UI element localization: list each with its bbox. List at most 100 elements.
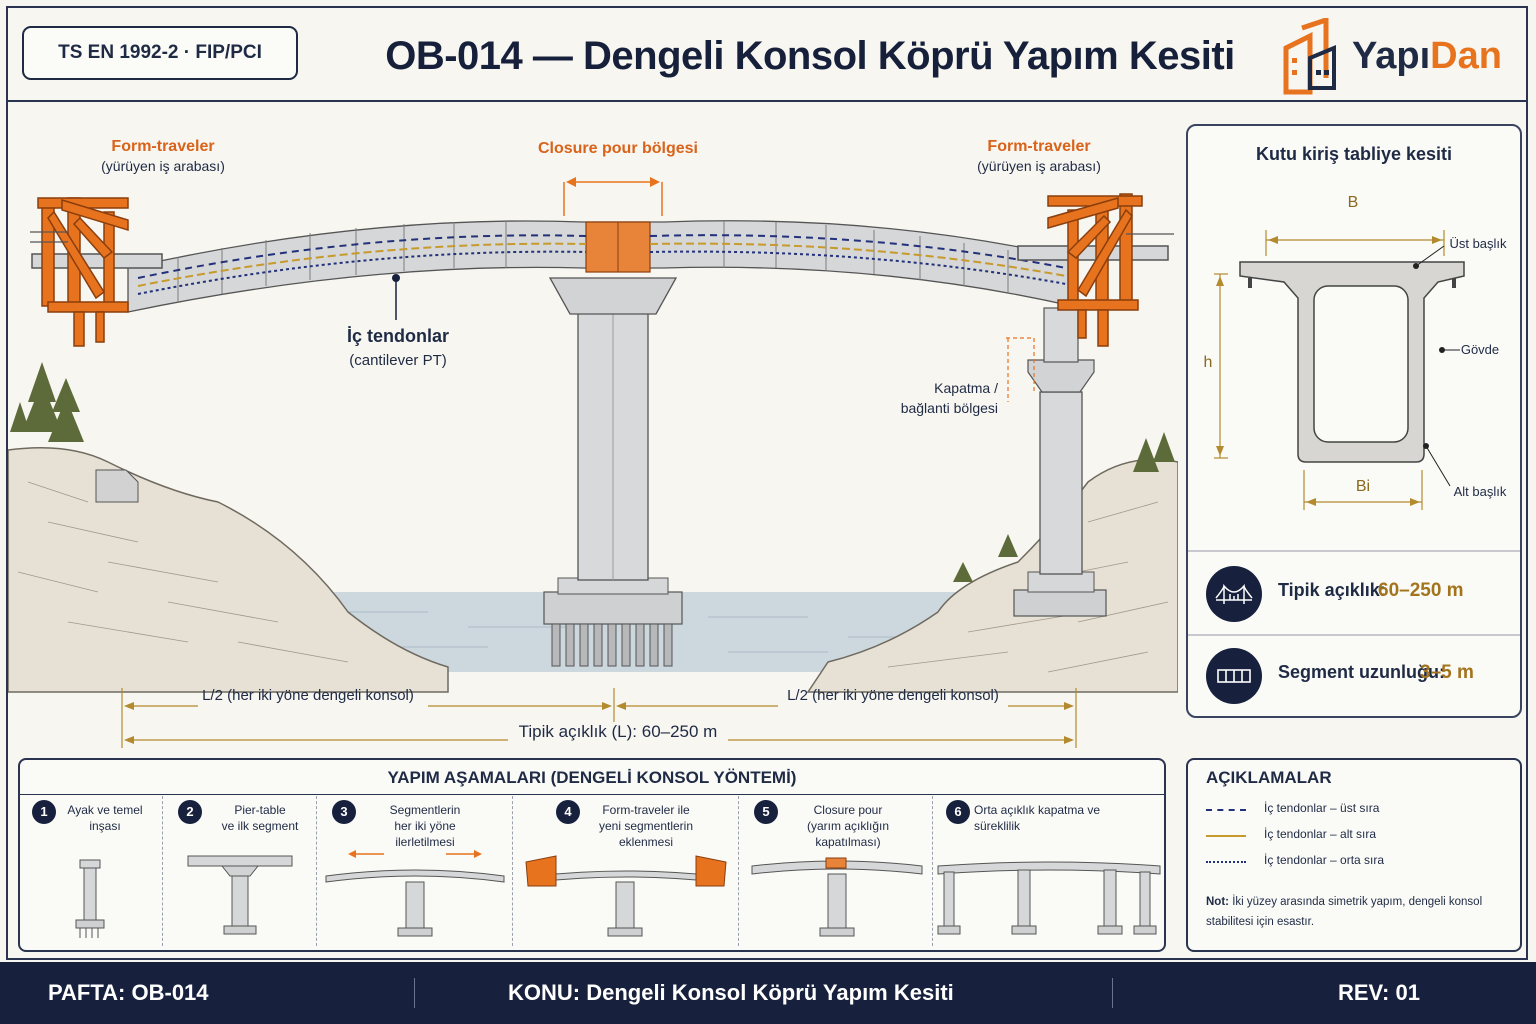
- legend-item-middle: İç tendonlar – orta sıra: [1206, 852, 1506, 872]
- logo-mark-icon: [1283, 18, 1336, 95]
- step-4-text: Form-traveler ile yeni segmentlerin eklenm…: [586, 802, 706, 850]
- step-2-line-1: Pier-table: [234, 803, 286, 817]
- step-3-line-3: ilerletilmesi: [395, 835, 455, 849]
- main-pier-piles: [551, 623, 673, 667]
- step-separator-2: [316, 796, 317, 946]
- footer-separator-1: [414, 978, 415, 1008]
- step-5-line-2: (yarım açıklığın: [806, 819, 890, 833]
- legend-label-bottom: İç tendonlar – alt sıra: [1264, 827, 1377, 841]
- header-divider: [6, 100, 1528, 102]
- step-2-illustration: [187, 855, 293, 935]
- stat-segment-length-value: 3–5 m: [1420, 662, 1474, 683]
- step-2-text: Pier-table ve ilk segment: [210, 802, 310, 834]
- legend-note-label: Not:: [1206, 896, 1229, 908]
- logo-wordmark: YapıDan: [1352, 34, 1502, 78]
- step-separator-1: [162, 796, 163, 946]
- stat-segment-length: Segment uzunluğu: 3–5 m: [1188, 642, 1520, 714]
- step-6-line-2: süreklilik: [974, 819, 1021, 833]
- step-4-line-2: yeni segmentlerin: [598, 819, 694, 833]
- cross-section-title: Kutu kiriş tabliye kesiti: [1255, 144, 1453, 164]
- step-3-line-1: Segmentlerin: [389, 803, 461, 817]
- step-2-line-2: ve ilk segment: [221, 819, 299, 833]
- legend-label-middle: İç tendonlar – orta sıra: [1264, 853, 1385, 867]
- stat-typical-span-value: 60–250 m: [1378, 580, 1464, 601]
- half-span-left-label: L/2 (her iki yöne dengeli konsol): [202, 687, 414, 704]
- cross-section-panel: Kutu kiriş tabliye kesiti B h Bi Üst baş…: [1186, 124, 1522, 718]
- step-5-line-3: kapatılması): [815, 835, 881, 849]
- stat-typical-span-label: Tipik açıklık:: [1278, 580, 1386, 600]
- step-1-line-2: inşası: [89, 819, 121, 833]
- dim-b-label: B: [1347, 194, 1359, 211]
- standard-badge-text: TS EN 1992-2 · FIP/PCI: [58, 42, 262, 63]
- top-flange-label: Üst başlık: [1449, 236, 1507, 251]
- closure-joint-label-1: Kapatma /: [934, 380, 998, 396]
- legend-title: AÇIKLAMALAR: [1206, 768, 1332, 787]
- standard-badge: TS EN 1992-2 · FIP/PCI: [22, 26, 298, 80]
- bridge-elevation-drawing: Form-traveler (yürüyen iş arabası) Closu…: [8, 102, 1178, 752]
- stat-typical-span: Tipik açıklık: 60–250 m: [1188, 560, 1520, 632]
- segment-icon: [1206, 648, 1262, 704]
- step-2: 2 Pier-table ve ilk segment: [166, 796, 316, 948]
- step-3: 3 Segmentlerin her iki yöne ilerletilmesi: [320, 796, 510, 948]
- legend-panel: AÇIKLAMALAR İç tendonlar – üst sıra İç t…: [1186, 758, 1522, 952]
- step-3-text: Segmentlerin her iki yöne ilerletilmesi: [370, 802, 480, 850]
- step-6-illustration: [937, 861, 1161, 935]
- legend-note-text: İki yüzey arasında simetrik yapım, denge…: [1206, 896, 1483, 928]
- bridge-elevation-svg: [8, 177, 1178, 748]
- page-title: OB-014 — Dengeli Konsol Köprü Yapım Kesi…: [385, 34, 1235, 78]
- legend-swatch-middle: [1206, 861, 1246, 863]
- form-traveler-left-sub: (yürüyen iş arabası): [101, 158, 225, 174]
- step-6-number: 6: [946, 800, 970, 824]
- step-3-illustration: [325, 850, 505, 937]
- form-traveler-right-title: Form-traveler: [987, 138, 1091, 155]
- closure-pour-label: Closure pour bölgesi: [537, 140, 698, 157]
- footer-bar: PAFTA: OB-014 KONU: Dengeli Konsol Köprü…: [0, 962, 1536, 1024]
- step-4-line-3: eklenmesi: [618, 835, 674, 849]
- left-embankment: [8, 446, 449, 693]
- bridge-icon: [1206, 566, 1262, 622]
- box-girder-section-svg: [1214, 230, 1465, 510]
- step-5-number: 5: [754, 800, 778, 824]
- tendons-sub-label: (cantilever PT): [349, 352, 447, 369]
- main-pier-footing: [543, 591, 683, 625]
- closure-joint-label-2: bağlanti bölgesi: [900, 400, 998, 416]
- construction-steps-panel: YAPIM AŞAMALARI (DENGELİ KONSOL YÖNTEMİ)…: [18, 758, 1166, 952]
- typical-span-label: Tipik açıklık (L): 60–250 m: [518, 722, 718, 741]
- right-embankment: [806, 458, 1178, 693]
- step-3-number: 3: [332, 800, 356, 824]
- logo-text-part2: Dan: [1430, 35, 1502, 77]
- step-separator-5: [932, 796, 933, 946]
- form-traveler-right-sub: (yürüyen iş arabası): [977, 158, 1101, 174]
- right-trees: [953, 432, 1175, 582]
- half-span-right-label: L/2 (her iki yöne dengeli konsol): [787, 687, 999, 704]
- stats-divider-top: [1188, 550, 1520, 552]
- step-separator-4: [738, 796, 739, 946]
- steps-title: YAPIM AŞAMALARI (DENGELİ KONSOL YÖNTEMİ): [387, 768, 797, 787]
- step-4-illustration: [525, 855, 727, 937]
- step-1-line-1: Ayak ve temel: [67, 803, 143, 817]
- legend-swatch-top: [1206, 809, 1246, 811]
- step-5-illustration: [751, 857, 923, 937]
- legend-swatch-bottom: [1206, 835, 1246, 837]
- footer-revision: REV: 01: [1338, 980, 1420, 1005]
- footer-subject: KONU: Dengeli Konsol Köprü Yapım Kesiti: [508, 980, 954, 1005]
- dim-h-label: h: [1203, 354, 1213, 371]
- steps-title-divider: [20, 794, 1164, 795]
- step-5: 5 Closure pour (yarım açıklığın kapatılmas…: [742, 796, 932, 948]
- step-5-line-1: Closure pour: [813, 803, 883, 817]
- step-3-line-2: her iki yöne: [394, 819, 456, 833]
- stat-segment-length-label: Segment uzunluğu:: [1278, 662, 1445, 682]
- right-pier-footing: [1013, 589, 1107, 617]
- tendons-label: İç tendonlar: [346, 326, 449, 346]
- company-logo: YapıDan: [1280, 18, 1520, 98]
- dim-bi-label: Bi: [1355, 478, 1371, 495]
- legend-item-bottom: İç tendonlar – alt sıra: [1206, 826, 1506, 846]
- bottom-flange-label: Alt başlık: [1453, 484, 1507, 499]
- main-pier-head: [548, 277, 678, 315]
- step-2-number: 2: [178, 800, 202, 824]
- right-pier-column: [1039, 391, 1083, 575]
- step-4-line-1: Form-traveler ile: [602, 803, 690, 817]
